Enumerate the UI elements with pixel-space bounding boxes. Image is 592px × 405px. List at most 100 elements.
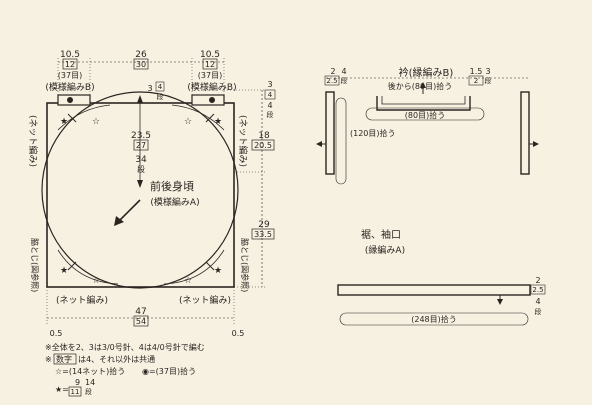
note-line2-suffix: は4、それ以外は共通 — [78, 354, 155, 364]
side-pickup-oval — [335, 97, 347, 185]
shoulder-right-cm: 10.5 — [200, 50, 220, 60]
box — [251, 139, 275, 151]
collar-title: 衿(縁編みB) — [399, 66, 454, 79]
arrow-icon — [205, 113, 215, 123]
hem-pickup-oval — [339, 312, 529, 326]
box — [133, 58, 149, 70]
arrow-icon — [67, 113, 77, 123]
box — [251, 228, 275, 240]
body-circle — [41, 91, 239, 289]
arrow-head-icon — [137, 180, 143, 188]
box — [133, 139, 149, 151]
net-bottom-right: (ネット編み) — [179, 294, 231, 306]
arrow-head-icon — [497, 299, 503, 305]
hem-right-unit: 段 — [535, 307, 542, 316]
star-white-icon: ☆ — [184, 117, 192, 127]
hem-band — [337, 284, 531, 296]
arrow-icon — [205, 261, 215, 271]
collar-left-small: 4 — [341, 67, 346, 76]
side-rows: 33.5 — [254, 230, 272, 239]
armhole-cm: 18 — [258, 131, 270, 141]
hem-right-rows: 2.5 — [532, 286, 543, 294]
collar-front-pickup: (80目)拾う — [405, 110, 445, 120]
collar-trough-inner — [381, 96, 466, 105]
shoulder-left-rows: 12 — [65, 60, 75, 69]
box — [53, 353, 77, 365]
shoulder-right-block — [191, 94, 225, 106]
collar-left-cm: 2 — [330, 67, 335, 76]
box — [133, 315, 149, 327]
collar-right-small: 3 — [485, 67, 490, 76]
box — [155, 81, 165, 92]
hem-subtitle: (縁編みA) — [365, 244, 405, 256]
knit-direction-arrow — [117, 199, 141, 223]
star-black-icon: ★ — [214, 266, 222, 276]
note-line2-prefix: ※ — [45, 355, 52, 364]
front-pickup-oval — [365, 107, 485, 121]
box — [324, 75, 340, 86]
net-right-label: (ネット編み) — [237, 115, 249, 167]
shoulder-left-stitches: (37目) — [58, 71, 82, 80]
collar-left-band — [325, 91, 335, 175]
collar-right-band — [520, 91, 530, 175]
body-subtitle: (模様編みA) — [150, 196, 199, 208]
collar-side-pickup: (120目)拾う — [350, 128, 396, 138]
collar-left-rows: 2.5 — [326, 77, 337, 85]
net-arc-bottom-right — [163, 249, 225, 285]
collar-back-pickup: 後から(80目)拾う — [388, 81, 452, 91]
shoulder-right-stitches: (37目) — [198, 71, 222, 80]
armhole-rows: 20.5 — [254, 141, 272, 150]
shoulder-left-block — [57, 94, 91, 106]
arrow-icon — [67, 261, 77, 271]
body-title: 前後身頃 — [150, 179, 194, 193]
collar-left-unit: 段 — [341, 76, 348, 85]
hem-right-cm: 2 — [535, 276, 540, 285]
side-cm: 29 — [258, 220, 270, 230]
star-white-icon: ☆ — [92, 117, 100, 127]
box — [62, 58, 78, 70]
width-cm: 47 — [135, 307, 146, 317]
notes: ※全体を2、3は3/0号針、4は4/0号針で編む ※ 数字 は4、それ以外は共通… — [45, 342, 205, 397]
note-star-black-unit: 段 — [85, 387, 92, 396]
net-bottom-left: (ネット編み) — [56, 294, 108, 306]
arrow-head-icon — [533, 141, 539, 147]
width-rows: 54 — [136, 317, 146, 326]
neck-cm: 26 — [135, 50, 147, 60]
star-black-icon: ★ — [60, 266, 68, 276]
note-star-black-box: 11 — [71, 388, 80, 396]
side-left-label: 脇とじ(図参照) — [30, 238, 40, 292]
side-right-label: 脇とじ(図参照) — [240, 238, 250, 292]
net-arc-bottom-left — [57, 249, 119, 285]
collar-right-rows: 2 — [474, 77, 478, 85]
star-black-icon: ★ — [214, 117, 222, 127]
shoulder-left-cm: 10.5 — [60, 50, 80, 60]
center-b-rows: 段 — [137, 164, 145, 174]
top-band-cm: 3 — [147, 84, 152, 93]
box — [202, 58, 218, 70]
edge-right: 0.5 — [232, 329, 245, 338]
hem-piece: (248目)拾う 裾、袖口 (縁編みA) 2 2.5 4 段 — [337, 228, 546, 326]
collar-right-unit: 段 — [485, 76, 492, 85]
net-left-label: (ネット編み) — [27, 115, 39, 167]
star-white-icon: ☆ — [92, 276, 100, 286]
top-band-rows: 4 — [158, 83, 163, 91]
center-a-cm: 23.5 — [131, 131, 151, 141]
net-arc-top-left — [57, 104, 111, 131]
note-star-black-top: 14 — [85, 378, 95, 387]
shoulder-right-label: (模様編みB) — [187, 81, 236, 93]
note-star-black-num: 9 — [75, 378, 80, 387]
star-white-icon: ☆ — [184, 276, 192, 286]
net-arc-top-right — [171, 104, 225, 131]
arrow-head-icon — [420, 82, 426, 88]
collar-trough — [376, 96, 471, 111]
hem-pickup: (248目)拾う — [411, 314, 457, 324]
arrow-head-icon — [114, 216, 124, 226]
pickup-circle-right — [209, 97, 215, 103]
note-circle: ◉=(37目)拾う — [142, 366, 196, 376]
hem-title: 裾、袖口 — [361, 228, 401, 241]
note-line2-boxed: 数字 — [56, 354, 72, 364]
body-piece: ★ ★ ☆ ☆ ★ ★ ☆ ☆ 10.5 — [27, 50, 276, 338]
top-band-right-unit: 段 — [267, 110, 274, 119]
box — [468, 75, 484, 86]
